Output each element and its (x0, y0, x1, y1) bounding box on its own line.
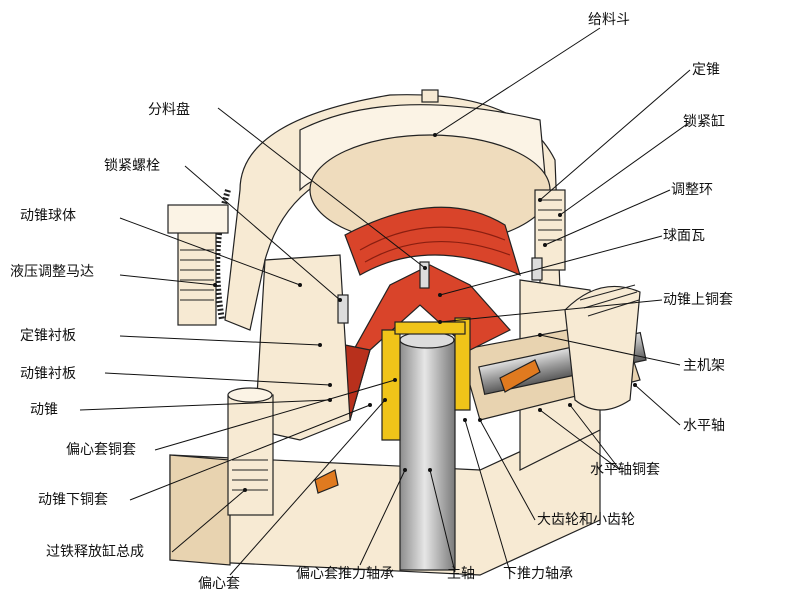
label-main-shaft: 主轴 (447, 566, 475, 582)
label-lower-bush: 动锥下铜套 (38, 492, 108, 508)
label-spherical-bearing: 球面瓦 (663, 228, 705, 244)
label-hydraulic-motor: 液压调整马达 (10, 264, 94, 280)
label-gears: 大齿轮和小齿轮 (537, 512, 635, 528)
tramp-cylinder (227, 394, 274, 516)
orange-part-1 (499, 359, 541, 393)
hydraulic-motor-body (177, 229, 217, 326)
label-eccentric: 偏心套 (198, 576, 240, 592)
liner-ribs (359, 226, 511, 263)
label-lower-thrust: 下推力轴承 (503, 566, 573, 582)
label-shaft-bush: 水平轴铜套 (590, 462, 660, 478)
bolt-center (419, 261, 430, 289)
label-tramp-release: 过铁释放缸总成 (46, 544, 144, 560)
eccentric-bush-right (454, 317, 471, 411)
label-eccentric-thrust: 偏心套推力轴承 (296, 566, 394, 582)
main-shaft (399, 339, 456, 571)
label-moving-cone: 动锥 (30, 402, 58, 418)
lock-spring (538, 199, 562, 241)
label-lock-bolt: 锁紧螺栓 (104, 158, 160, 174)
motor-spring (180, 249, 214, 301)
eccentric-bush (381, 329, 401, 441)
upper-bush (394, 321, 466, 335)
label-upper-bush: 动锥上铜套 (663, 292, 733, 308)
label-moving-liner: 动锥衬板 (20, 366, 76, 382)
label-hopper: 给料斗 (588, 12, 630, 28)
label-eccentric-bush: 偏心套铜套 (66, 442, 136, 458)
label-moving-cone-ball: 动锥球体 (20, 208, 76, 224)
label-distribution-plate: 分料盘 (148, 102, 190, 118)
bolt-left (337, 294, 349, 324)
label-fixed-liner: 定锥衬板 (20, 328, 76, 344)
orange-part-2 (314, 469, 339, 494)
hopper-tab (421, 89, 439, 103)
fixed-cone-liner (344, 206, 521, 277)
label-fixed-cone: 定锥 (692, 62, 720, 78)
tramp-spring (232, 459, 268, 491)
leader-lines (79, 27, 691, 576)
frame-base-shade (169, 454, 231, 566)
gear-ring (214, 189, 231, 321)
machine-body (167, 89, 647, 576)
label-horizontal-shaft: 水平轴 (683, 418, 725, 434)
label-adjust-ring: 调整环 (671, 182, 713, 198)
label-lock-cylinder: 锁紧缸 (683, 114, 725, 130)
arrowheads (213, 133, 637, 492)
label-main-frame: 主机架 (683, 358, 725, 374)
motor-top (167, 204, 229, 234)
